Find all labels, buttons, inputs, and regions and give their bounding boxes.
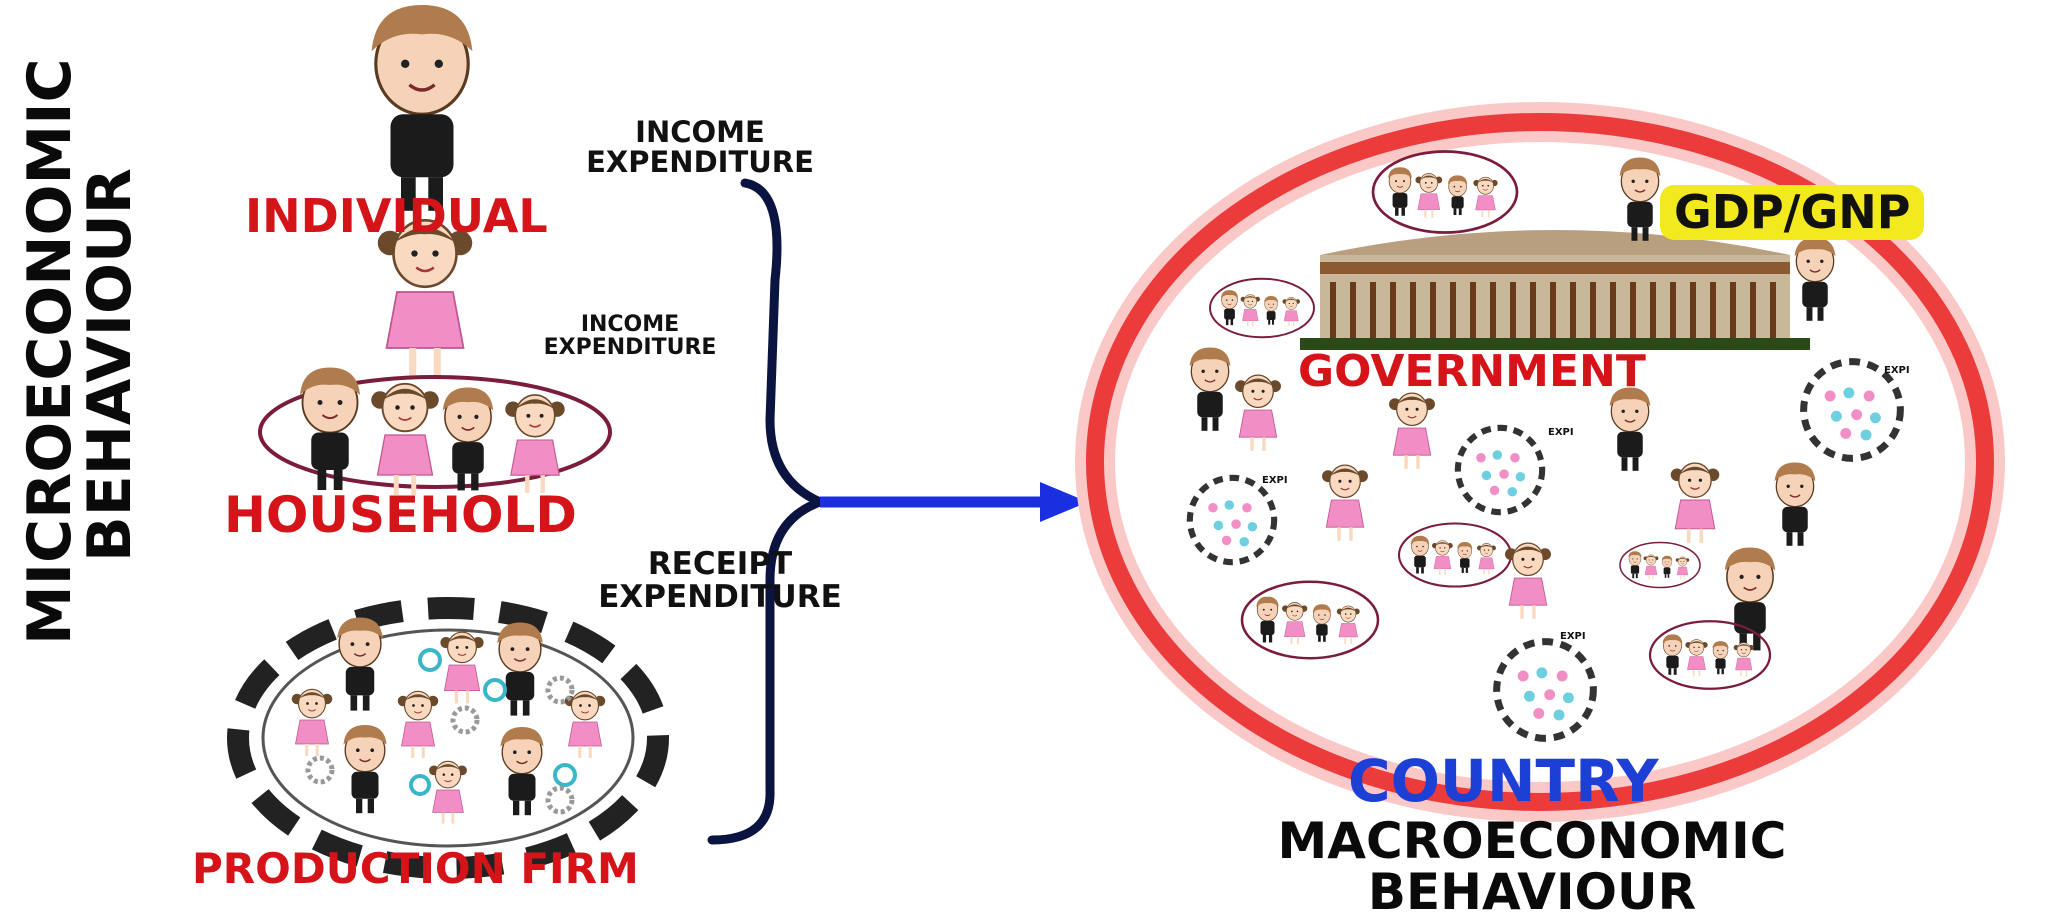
household-family-figure: [258, 366, 612, 496]
flow-label-3: RECEIPT EXPENDITURE: [550, 548, 890, 613]
flow-label-1-line1: INCOME: [635, 115, 765, 149]
flow-label-2: INCOME EXPENDITURE: [510, 313, 750, 359]
parliament-building: [1300, 230, 1810, 350]
expi-tag-3: EXPI: [1262, 475, 1288, 486]
individual-figure: [369, 3, 475, 213]
arrow-to-macro: [820, 482, 1088, 522]
macro-title-line1: MACROECONOMIC: [1277, 812, 1787, 870]
government-label: GOVERNMENT: [1298, 346, 1646, 397]
macro-title: MACROECONOMIC BEHAVIOUR: [1112, 816, 1952, 918]
individual-label: INDIVIDUAL: [245, 189, 548, 243]
flow-label-3-line1: RECEIPT: [647, 546, 793, 582]
flow-label-2-line2: EXPENDITURE: [543, 335, 717, 361]
production-firm-label: PRODUCTION FIRM: [192, 844, 639, 893]
gdp-gnp-badge: GDP/GNP: [1660, 185, 1925, 240]
household-girl-figure: [376, 218, 474, 378]
flow-label-1: INCOME EXPENDITURE: [530, 117, 870, 178]
household-label: HOUSEHOLD: [224, 486, 577, 544]
flow-label-1-line2: EXPENDITURE: [586, 145, 814, 180]
expi-tag-1: EXPI: [1548, 427, 1574, 438]
macro-title-line2: BEHAVIOUR: [1367, 863, 1697, 921]
expi-tag-2: EXPI: [1884, 365, 1910, 376]
brace-connector: [707, 178, 833, 845]
country-label: COUNTRY: [1348, 747, 1659, 815]
flow-label-2-line1: INCOME: [580, 312, 680, 337]
expi-tag-4: EXPI: [1560, 631, 1586, 642]
flow-label-3-line2: EXPENDITURE: [598, 578, 842, 615]
production-firm-figure: [227, 597, 669, 879]
